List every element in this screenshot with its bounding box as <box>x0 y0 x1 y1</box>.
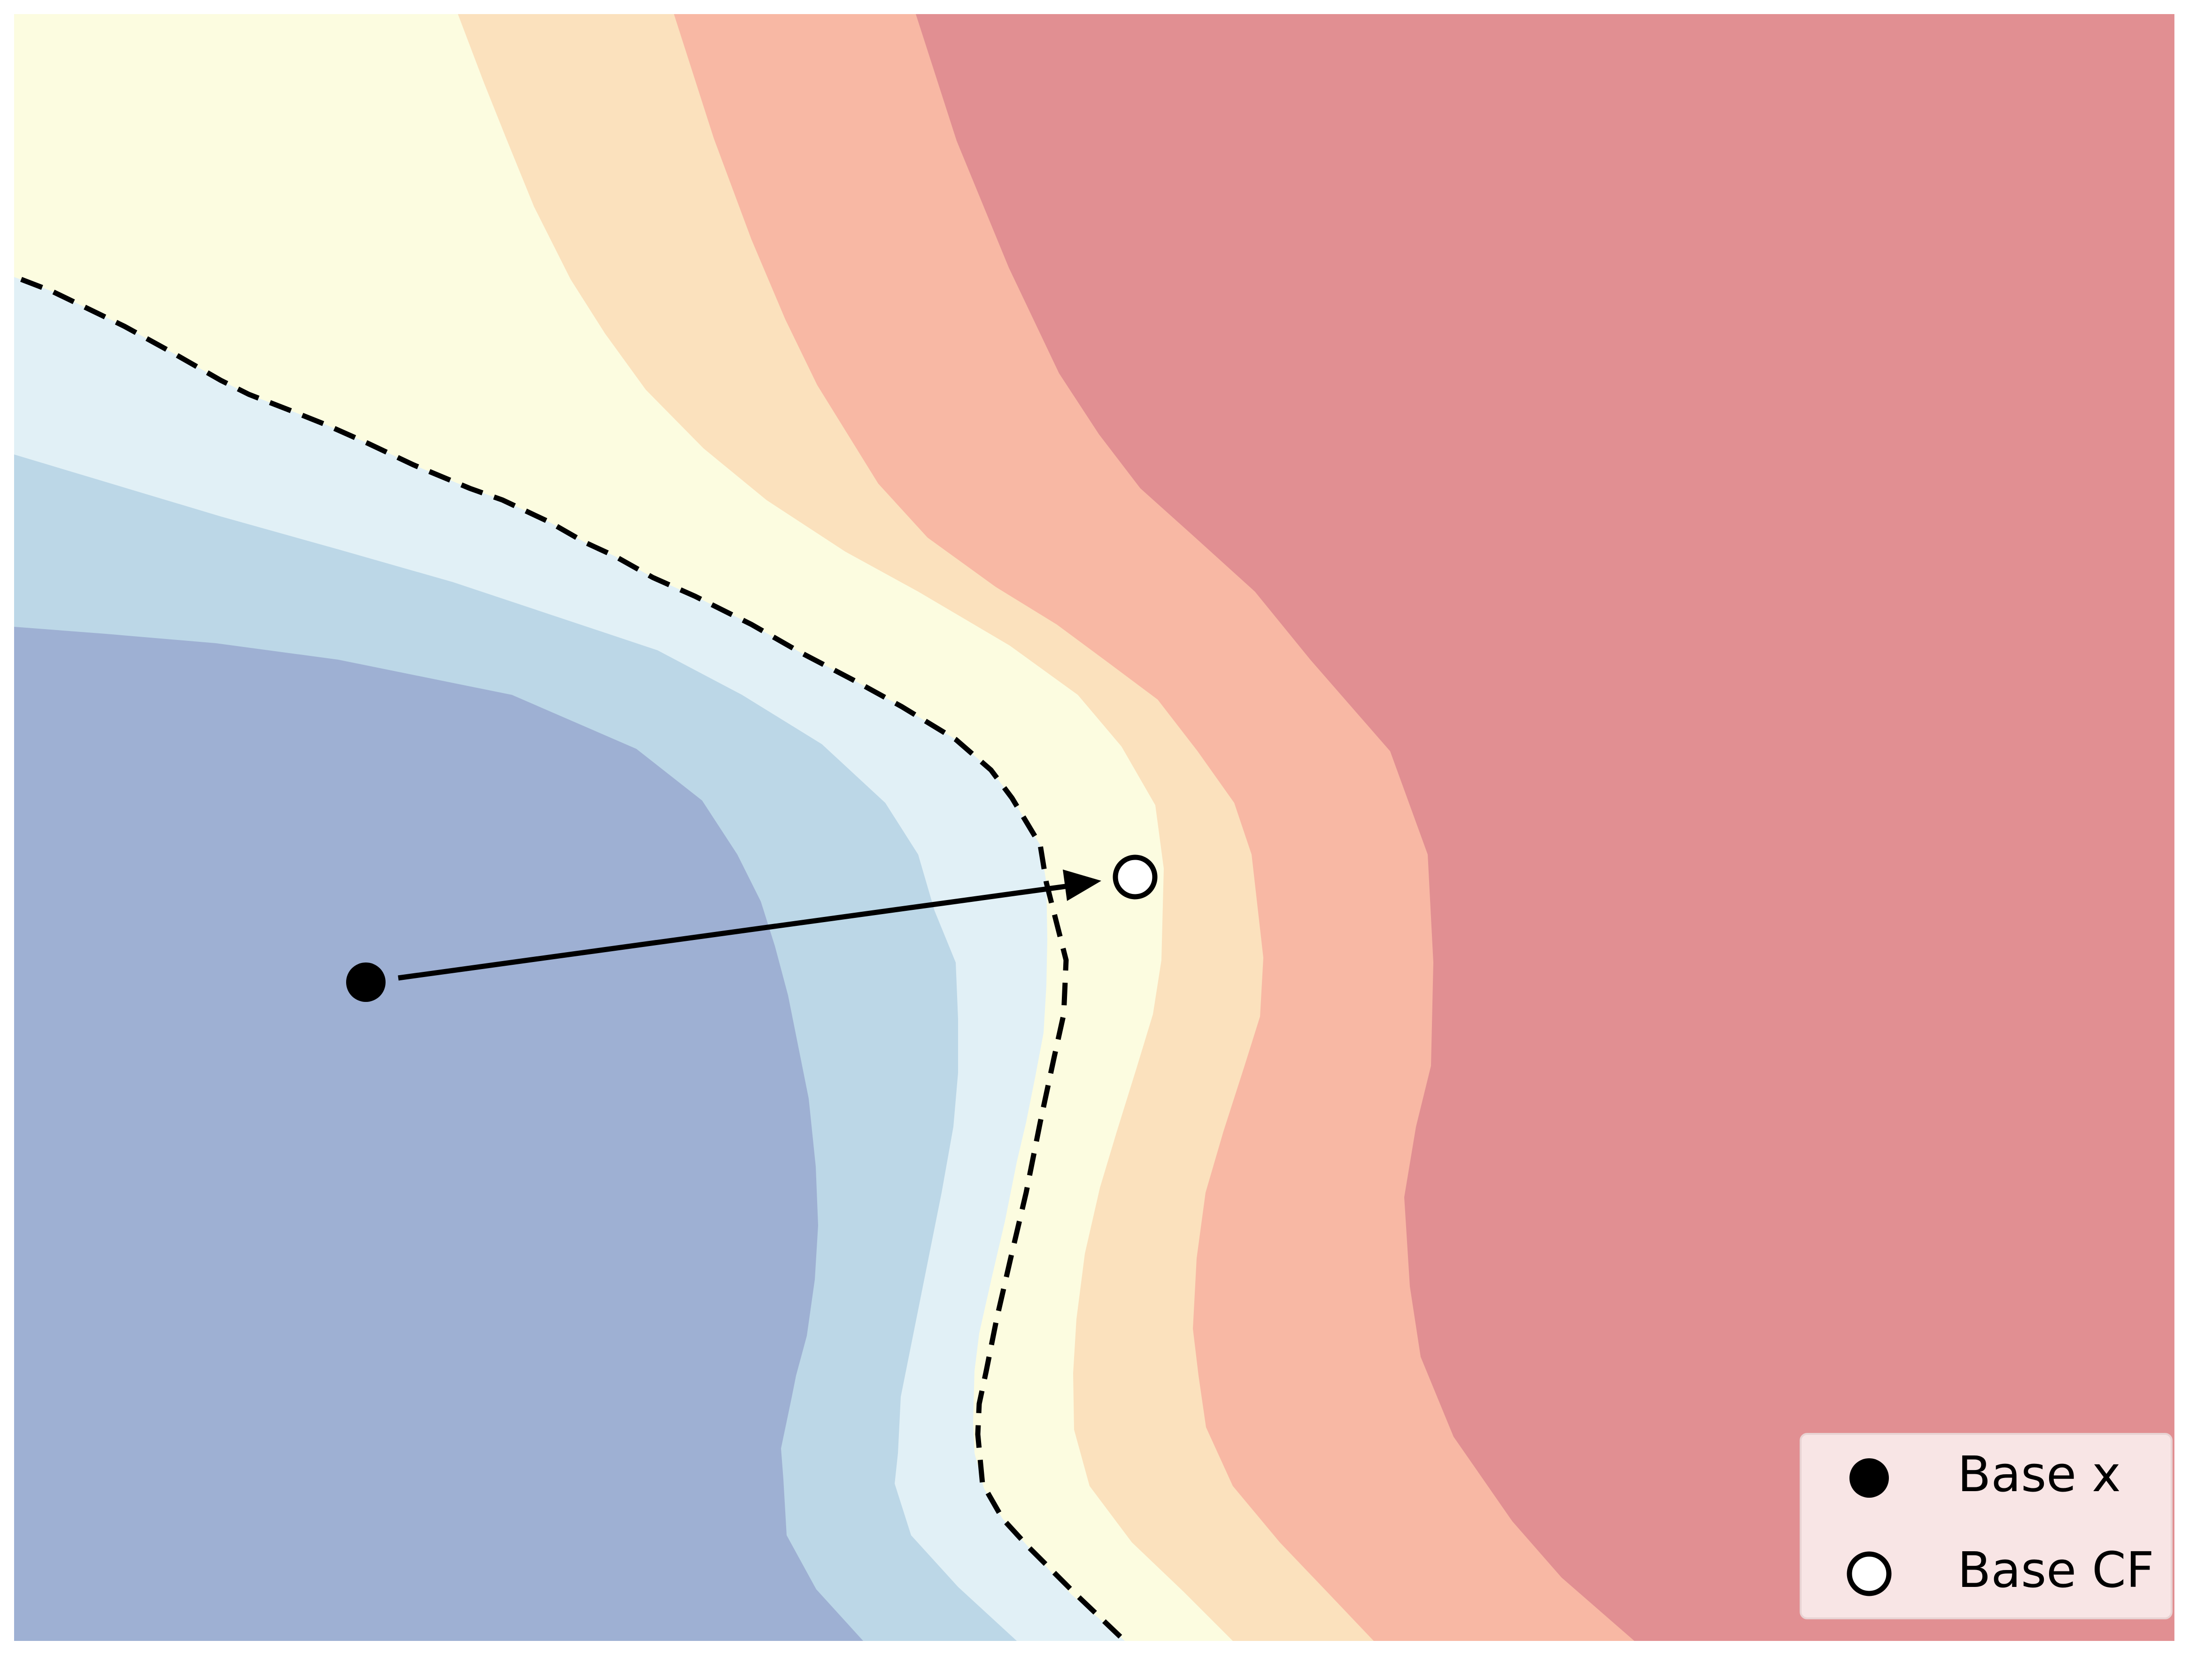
legend: Base x Base CF <box>1800 1433 2173 1619</box>
plot-area <box>14 14 2174 1643</box>
decision-boundary <box>20 277 1127 1643</box>
arrow-shaft <box>398 882 1076 981</box>
base-cf-point <box>1113 854 1158 900</box>
legend-label-base-x: Base x <box>1957 1446 2121 1503</box>
legend-box <box>1800 1433 2173 1619</box>
counterfactual-arrow <box>398 870 1101 981</box>
arrowhead-icon <box>1063 870 1101 901</box>
legend-marker-base-x <box>1849 1458 1889 1498</box>
legend-label-base-cf: Base CF <box>1957 1541 2154 1599</box>
legend-marker-base-cf <box>1847 1551 1892 1596</box>
region-1 <box>14 14 863 1641</box>
base-x-point <box>346 962 386 1002</box>
